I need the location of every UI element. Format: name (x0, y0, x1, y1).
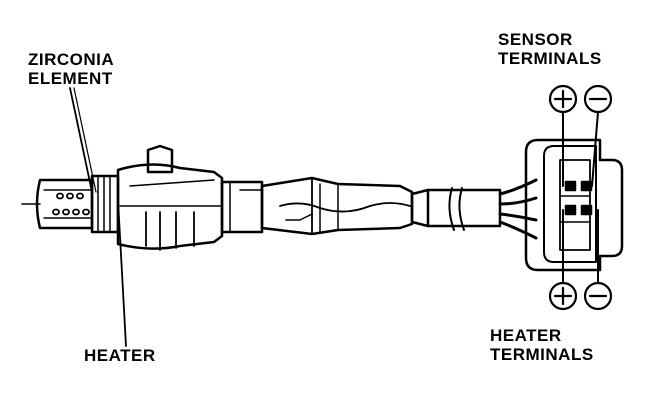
heater-label-text: HEATER (84, 346, 156, 365)
heater-negative-icon (583, 281, 613, 311)
threaded-shank (90, 174, 120, 234)
zirconia-label-line1: ZIRCONIA (28, 50, 115, 69)
sensor-label-line2: TERMINALS (498, 49, 602, 68)
terminal-leader-lines (562, 111, 599, 283)
sensor-collar (220, 180, 264, 234)
sensor-positive-icon (548, 84, 578, 114)
sensor-tip (35, 178, 94, 230)
heater-terminals-line1: HEATER (490, 326, 562, 345)
heater-terminals-line2: TERMINALS (490, 345, 594, 364)
connector-housing (524, 138, 624, 272)
rubber-boot (410, 188, 430, 228)
zirconia-leader-line-2 (73, 87, 97, 193)
lead-wires (498, 178, 538, 240)
zirconia-element-label: ZIRCONIA ELEMENT (28, 50, 114, 88)
sensor-terminals-label: SENSOR TERMINALS (498, 30, 602, 68)
heater-terminals-label: HEATER TERMINALS (490, 326, 594, 364)
sensor-label-line1: SENSOR (498, 30, 573, 49)
cable-sheath (426, 187, 502, 231)
sensor-negative-icon (583, 84, 613, 114)
zirconia-leader-line (69, 87, 93, 193)
heater-label: HEATER (84, 346, 156, 365)
heater-leader-line (117, 199, 127, 347)
heater-positive-icon (548, 281, 578, 311)
outer-housing (260, 176, 414, 236)
zirconia-label-line2: ELEMENT (28, 69, 113, 88)
hex-nut (116, 144, 224, 251)
